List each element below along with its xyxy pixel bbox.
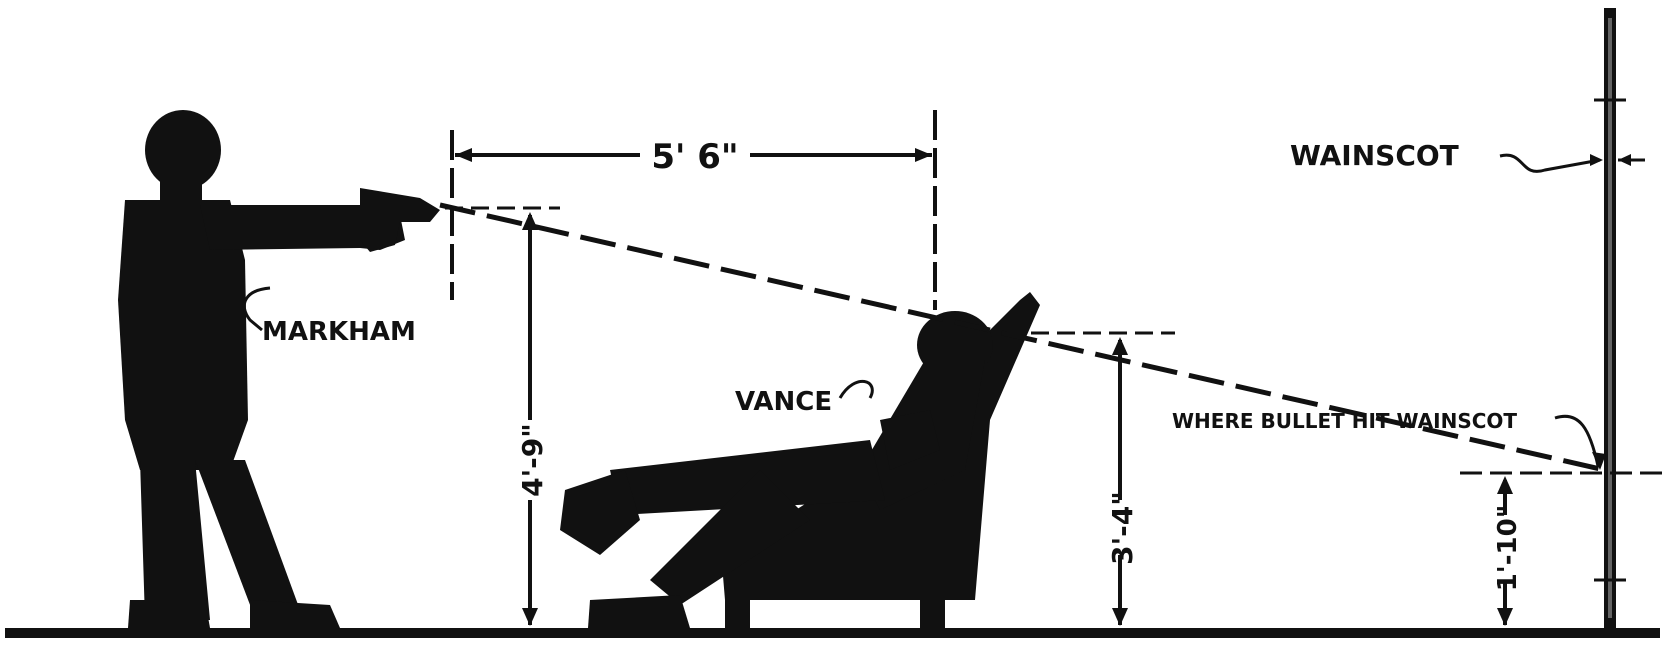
wainscot-pointer xyxy=(1499,153,1601,173)
bullet-trajectory xyxy=(439,202,1606,473)
markham-silhouette xyxy=(118,110,440,628)
head-height-dimension xyxy=(1005,331,1175,626)
vance-silhouette xyxy=(560,311,993,628)
head-height-label: 3'-4" xyxy=(1106,491,1139,565)
wainscot-wall xyxy=(1594,8,1626,634)
horizontal-dimension xyxy=(450,110,937,310)
horizontal-distance-label: 5' 6" xyxy=(651,137,738,177)
floor-line xyxy=(5,628,1660,638)
bullet-hit-label: WHERE BULLET HIT WAINSCOT xyxy=(1172,409,1517,433)
wainscot-label: WAINSCOT xyxy=(1290,139,1459,172)
markham-pointer xyxy=(242,286,271,332)
vance-pointer xyxy=(838,379,874,399)
markham-label: MARKHAM xyxy=(262,317,416,347)
gun-height-dimension xyxy=(445,206,560,626)
gun-height-label: 4'-9" xyxy=(516,423,549,497)
vance-label: VANCE xyxy=(735,387,832,417)
hit-height-label: 1'-10" xyxy=(1493,505,1523,592)
hit-height-dimension xyxy=(1460,471,1665,626)
bullet-hit-pointer xyxy=(1554,414,1600,467)
